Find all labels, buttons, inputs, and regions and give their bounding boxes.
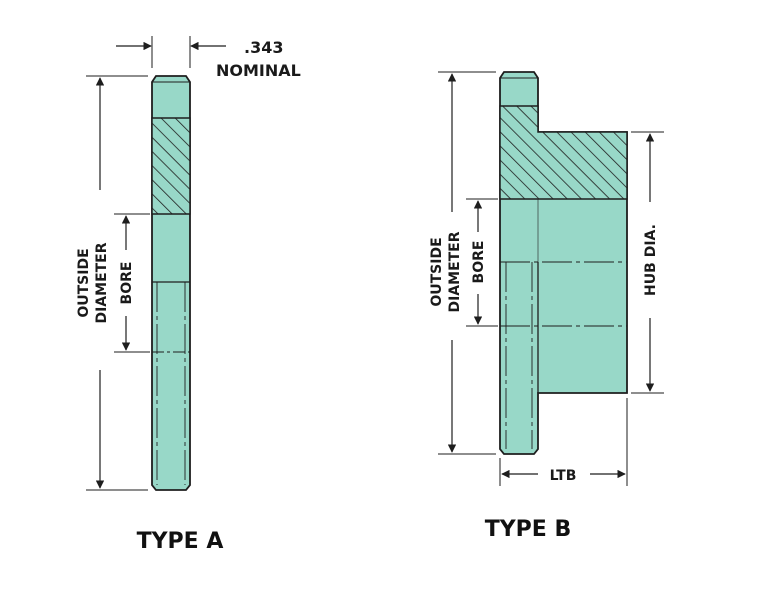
- type-a-outside-label-1: OUTSIDE: [76, 248, 92, 317]
- type-b-outside-label-2: DIAMETER: [447, 231, 463, 312]
- type-a-hatched-section: [151, 117, 191, 215]
- type-b-bore-label: BORE: [471, 241, 487, 284]
- type-b-outside-label-1: OUTSIDE: [429, 237, 445, 306]
- type-a-caption: TYPE A: [137, 529, 224, 554]
- type-b-hatched-section: [499, 105, 628, 200]
- type-a-thickness-value: .343: [244, 38, 283, 57]
- type-b-ltb-label: LTB: [550, 468, 577, 484]
- type-a-outside-label-2: DIAMETER: [94, 242, 110, 323]
- type-a-bore-label: BORE: [119, 262, 135, 305]
- type-b-hub-label: HUB DIA.: [643, 224, 659, 296]
- type-b-drawing: OUTSIDE DIAMETER BORE HUB DIA. LTB TYPE …: [429, 71, 664, 542]
- type-b-caption: TYPE B: [485, 517, 572, 542]
- type-a-thickness-note: NOMINAL: [216, 61, 301, 80]
- type-a-drawing: .343 NOMINAL OUTSIDE DIAMETER BORE TYPE …: [76, 36, 301, 554]
